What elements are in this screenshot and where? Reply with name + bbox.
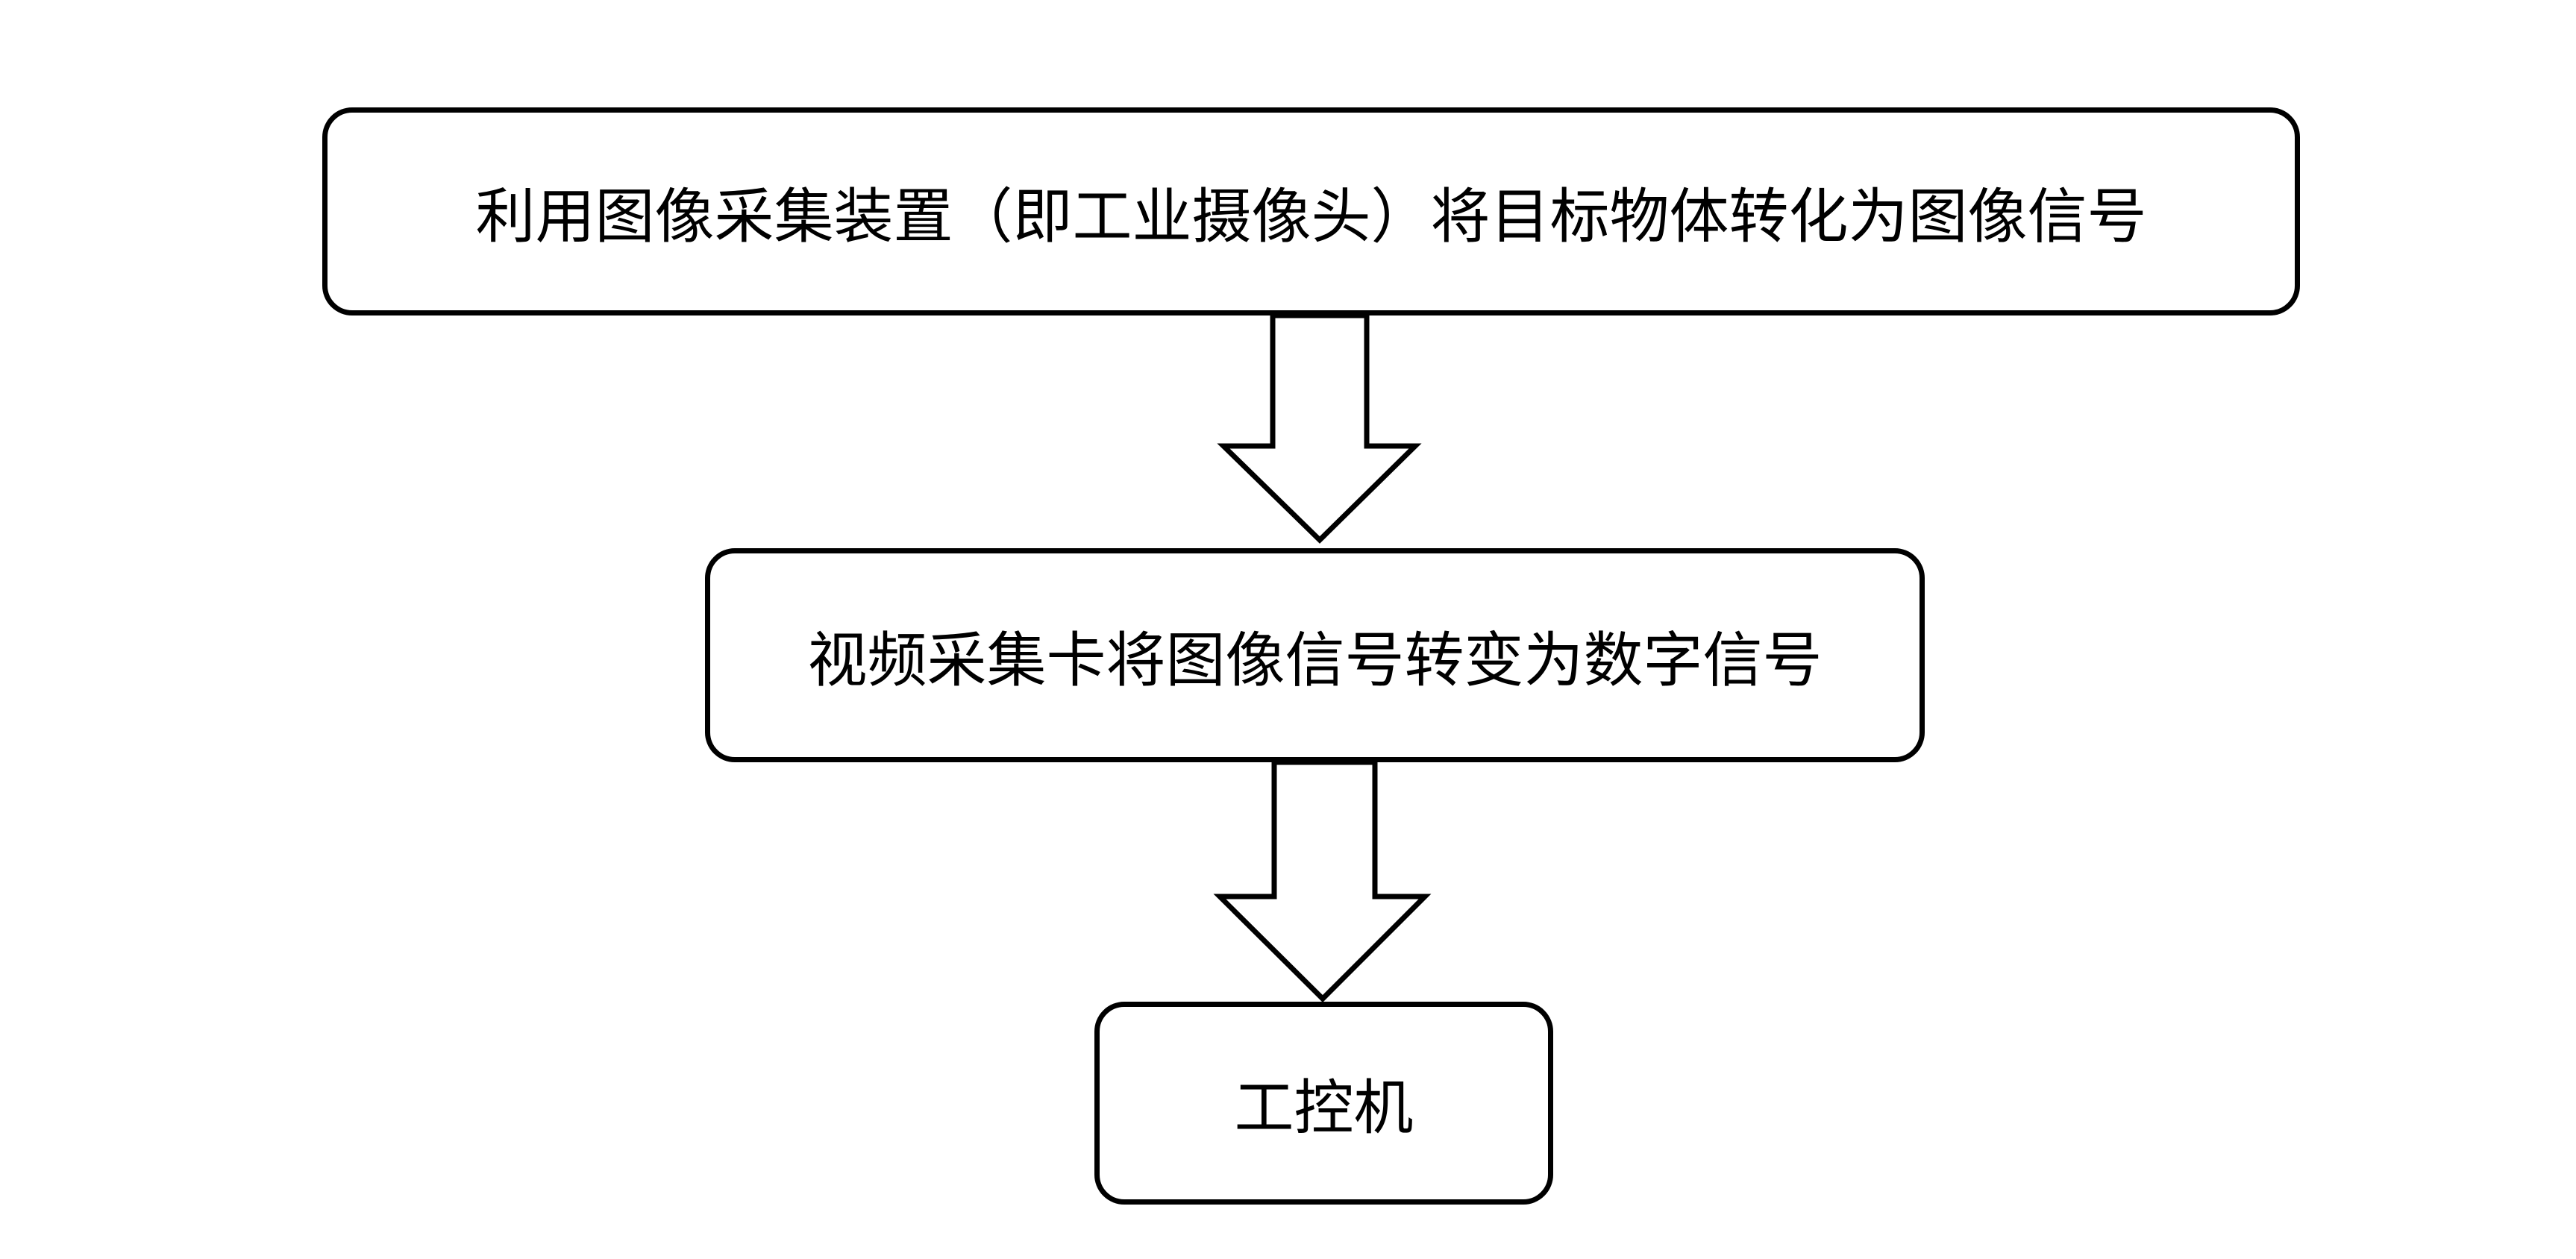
step-label: 利用图像采集装置（即工业摄像头）将目标物体转化为图像信号	[475, 181, 2147, 251]
step-box-image-capture: 利用图像采集装置（即工业摄像头）将目标物体转化为图像信号	[322, 107, 2300, 315]
step-box-industrial-pc: 工控机	[1094, 1002, 1553, 1205]
arrow-step2-to-step3	[1213, 759, 1432, 1002]
step-label: 视频采集卡将图像信号转变为数字信号	[807, 625, 1823, 695]
step-label: 工控机	[1234, 1073, 1414, 1143]
arrow-step1-to-step2	[1217, 313, 1422, 544]
step-box-video-capture-card: 视频采集卡将图像信号转变为数字信号	[705, 548, 1925, 762]
